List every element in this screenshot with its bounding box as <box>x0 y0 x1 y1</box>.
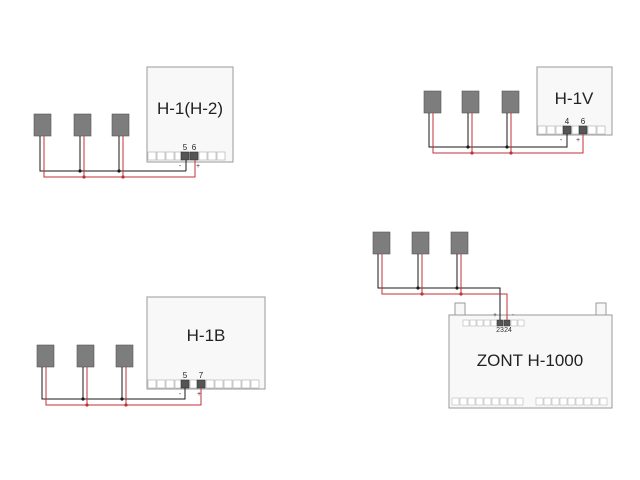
terminal-strip <box>537 125 606 135</box>
sensor-icon <box>76 344 95 368</box>
sensor-icon <box>461 90 480 114</box>
pin-label-b: 6 <box>581 117 586 126</box>
sensor-icon <box>501 90 520 114</box>
pin-label-a: 5 <box>183 371 188 380</box>
terminal-strip-bottom <box>451 397 608 406</box>
sensor-icon <box>36 344 55 368</box>
sensor-icon <box>450 231 469 255</box>
minus-sign: - <box>512 312 515 319</box>
minus-sign: - <box>179 391 182 398</box>
diagram-h1v: H-1V 4 6 - + <box>423 66 613 155</box>
controller-title: ZONT H-1000 <box>477 351 583 370</box>
minus-sign: - <box>560 137 563 144</box>
sensor-icon <box>115 344 134 368</box>
controller-box <box>448 314 613 409</box>
pin-label-b: 7 <box>199 371 204 380</box>
diagram-h1b: H-1B 5 7 - + <box>36 296 266 407</box>
plus-sign: + <box>493 312 497 319</box>
terminal-strip-top <box>462 319 525 327</box>
controller-box <box>146 296 266 390</box>
wires <box>428 113 584 154</box>
sensor-icon <box>111 113 130 137</box>
controller-title: H-1(H-2) <box>157 99 223 118</box>
pin-label-b: 6 <box>192 143 197 152</box>
sensor-icon <box>33 113 52 137</box>
pin-label-a: 23 <box>496 327 504 334</box>
terminal-strip <box>147 379 260 389</box>
controller-box <box>146 66 234 163</box>
sensor-icon <box>423 90 442 114</box>
wires <box>377 254 508 320</box>
terminal-strip <box>147 151 226 161</box>
sensor-icon <box>411 231 430 255</box>
pin-label-a: 4 <box>565 117 570 126</box>
pin-label-b: 24 <box>504 327 512 334</box>
sensor-icon <box>372 231 391 255</box>
controller-title: H-1B <box>187 326 226 345</box>
plus-sign: + <box>576 137 580 144</box>
wires <box>41 367 202 406</box>
plus-sign: + <box>197 391 201 398</box>
sensor-icon <box>73 113 92 137</box>
controller-title: H-1V <box>555 89 594 108</box>
minus-sign: - <box>179 163 182 170</box>
plus-sign: + <box>196 163 200 170</box>
diagram-h1-h2: H-1(H-2) 5 6 - + <box>33 66 234 179</box>
controller-box <box>536 66 613 136</box>
diagram-zont-h1000: ZONT H-1000 23 24 + - <box>372 231 613 409</box>
pin-label-a: 5 <box>183 143 188 152</box>
